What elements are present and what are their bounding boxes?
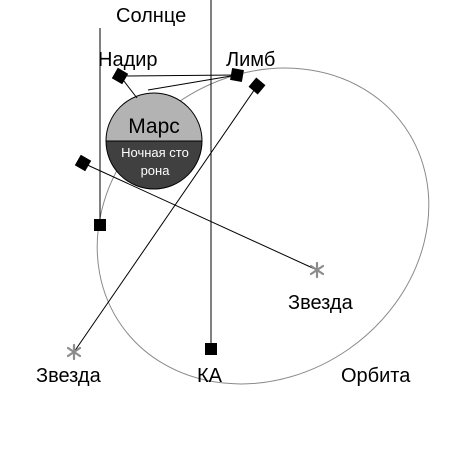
star-icon-left	[66, 343, 82, 361]
star-icon-right	[309, 261, 325, 279]
label-limb: Лимб	[226, 49, 275, 71]
marker-orbit-left	[74, 154, 92, 172]
star-line-left	[73, 85, 258, 353]
marker-sun-left	[94, 219, 106, 231]
label-sun: Солнце	[116, 5, 186, 27]
marker-limb-2	[248, 77, 266, 95]
nadir-limb-line	[119, 74, 238, 77]
limb-tangent-line	[147, 74, 238, 91]
label-star-right: Звезда	[288, 292, 354, 314]
planet-day-side	[105, 92, 203, 142]
label-night-side-2: рона	[141, 163, 171, 178]
marker-limb-1	[230, 68, 244, 82]
label-nadir: Надир	[98, 49, 158, 71]
label-planet: Марс	[128, 115, 180, 138]
label-spacecraft: КА	[197, 365, 223, 387]
marker-spacecraft	[205, 343, 217, 355]
planet-mars	[105, 92, 203, 190]
label-orbit: Орбита	[341, 365, 411, 387]
marker-nadir	[111, 67, 129, 85]
label-star-left: Звезда	[36, 365, 102, 387]
planet-night-side	[105, 140, 203, 190]
star-line-right	[82, 162, 318, 271]
label-night-side-1: Ночная сто	[121, 145, 189, 160]
